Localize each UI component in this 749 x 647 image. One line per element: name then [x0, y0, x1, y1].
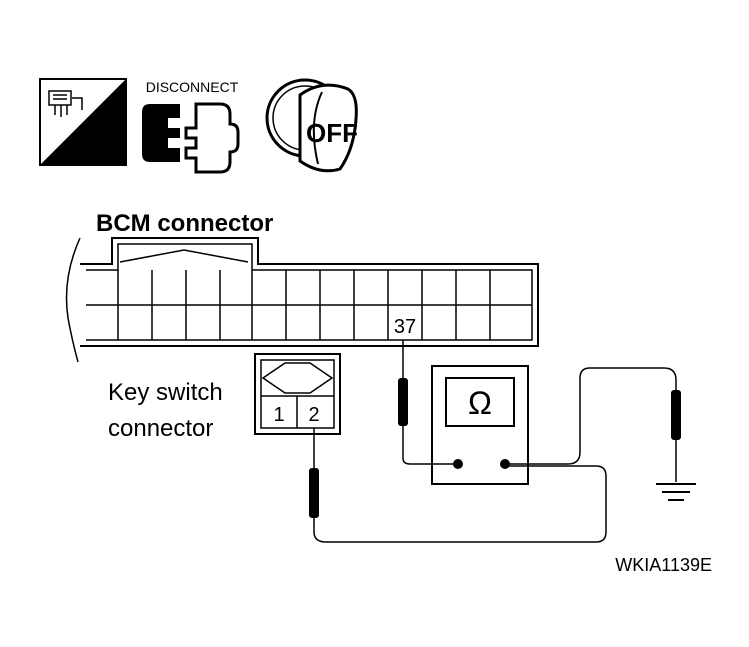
- bcm-connector-title: BCM connector: [96, 210, 273, 237]
- probe-ground: [505, 367, 681, 482]
- key-switch-connector: [254, 353, 341, 435]
- ground-icon: [656, 483, 696, 501]
- ignition-off-label: OFF: [306, 118, 358, 148]
- bcm-connector: [65, 237, 539, 363]
- key-switch-label-line1: Key switch: [108, 379, 223, 406]
- probe-bcm-pin-37: [398, 340, 458, 465]
- disconnect-label: DISCONNECT: [146, 79, 239, 95]
- hs-icon: H.S.: [39, 78, 127, 166]
- probe-key-switch-pin-2: [309, 428, 607, 543]
- key-switch-label-line2: connector: [108, 415, 213, 442]
- ignition-off-icon: OFF: [265, 78, 358, 173]
- ohm-symbol: Ω: [468, 385, 492, 421]
- disconnect-icon: DISCONNECT: [142, 79, 240, 174]
- figure-id: WKIA1139E: [615, 555, 712, 575]
- key-switch-pin-2: 2: [308, 404, 319, 426]
- key-switch-pin-1: 1: [273, 404, 284, 426]
- hs-label: H.S.: [71, 140, 114, 165]
- bcm-pin-37-label: 37: [394, 316, 416, 338]
